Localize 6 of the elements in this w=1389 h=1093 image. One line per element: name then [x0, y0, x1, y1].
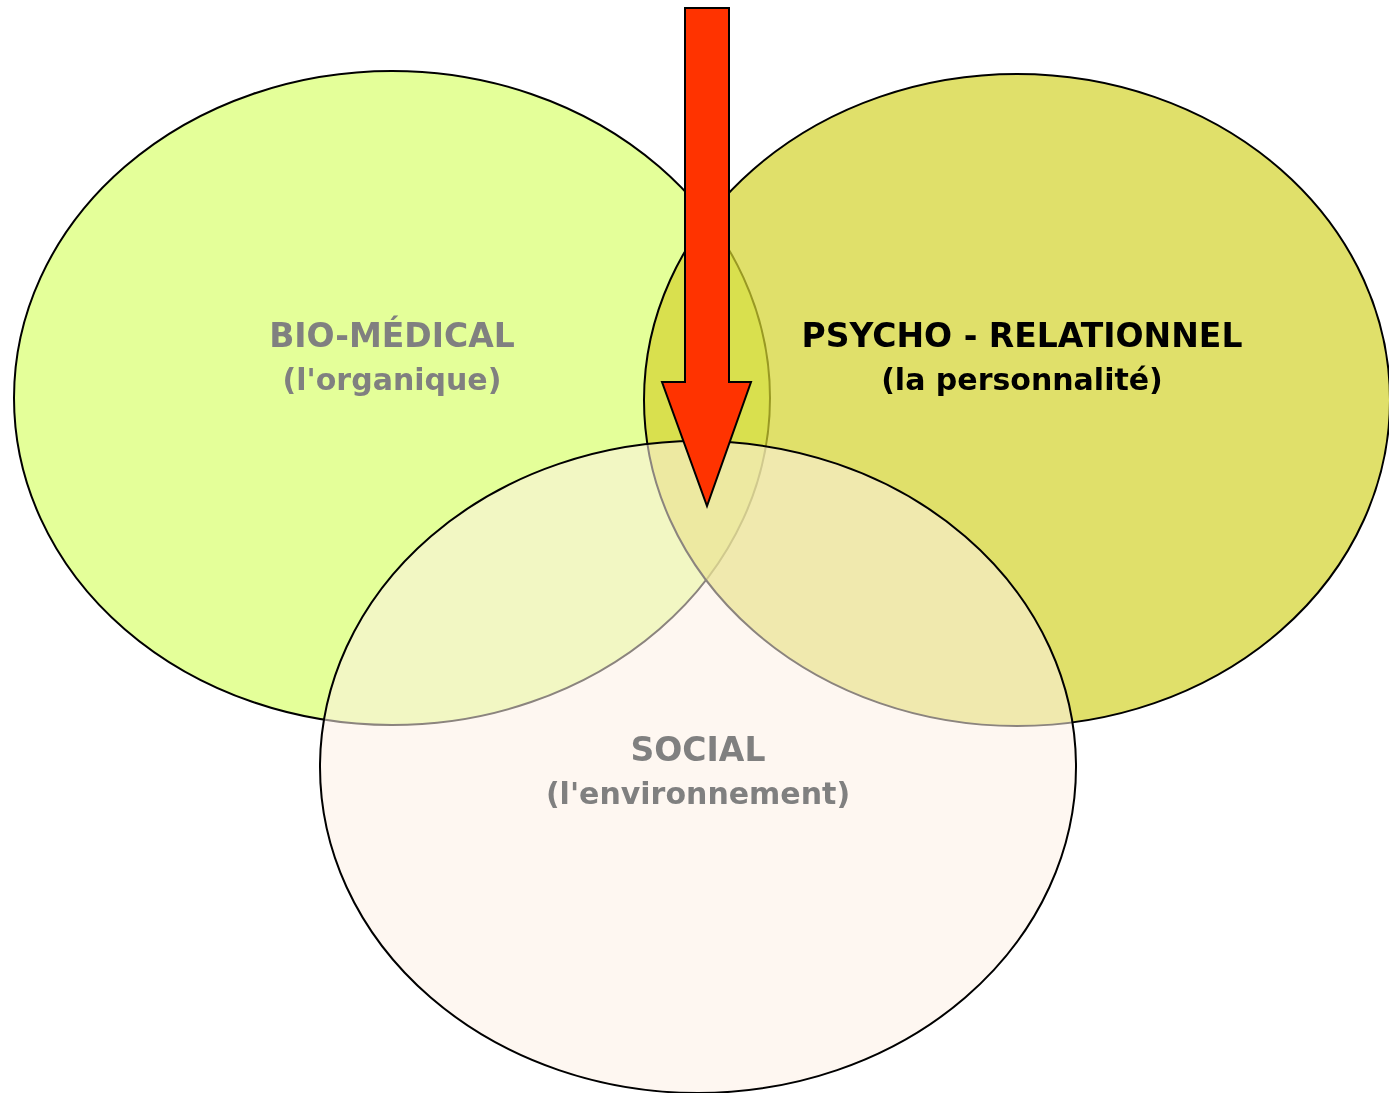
circle-title: SOCIAL [630, 730, 766, 769]
circle-title: BIO-MÉDICAL [269, 316, 515, 355]
circle-subtitle: (la personnalité) [881, 362, 1163, 397]
circle-subtitle: (l'organique) [282, 362, 502, 397]
circle-title: PSYCHO - RELATIONNEL [801, 316, 1243, 355]
circle-subtitle: (l'environnement) [545, 776, 851, 811]
